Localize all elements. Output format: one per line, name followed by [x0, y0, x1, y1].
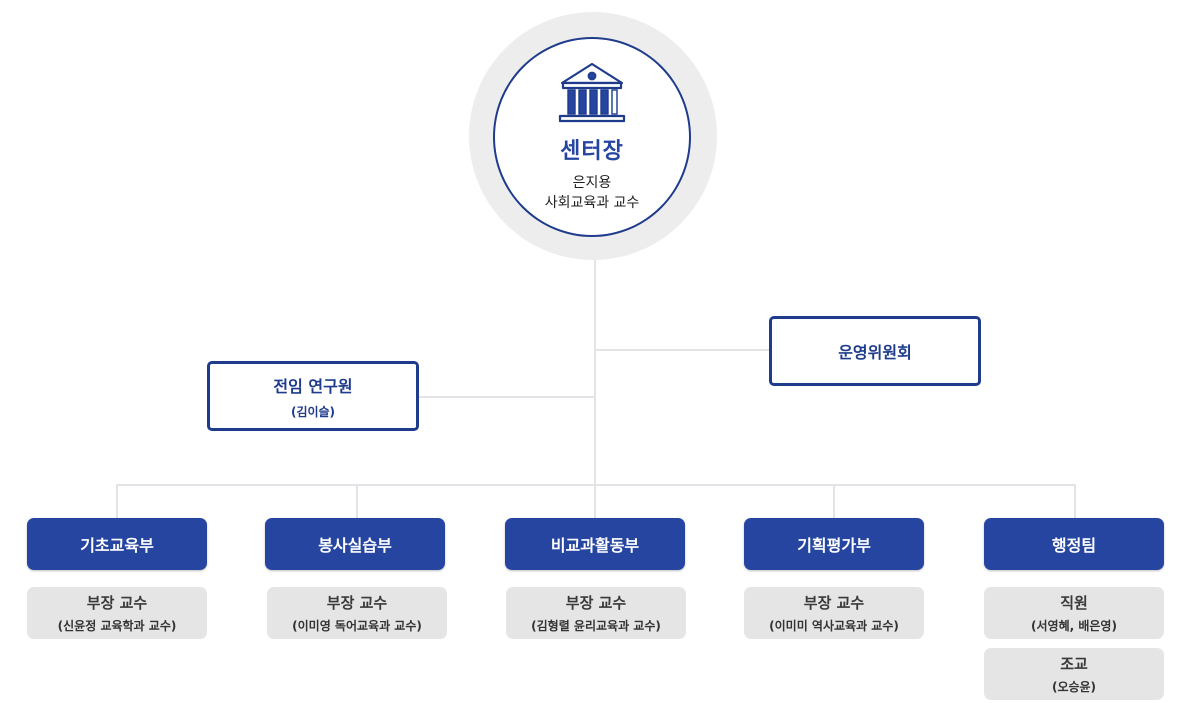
department-admin-team: 행정팀 — [984, 518, 1164, 570]
director-title: 센터장 — [560, 139, 624, 164]
member-name: (서영혜, 배은영) — [1031, 619, 1117, 633]
researcher-title: 전임 연구원 — [273, 376, 353, 396]
member-role: 부장 교수 — [326, 594, 388, 612]
department-head-card: 부장 교수 (신윤정 교육학과 교수) — [27, 587, 207, 639]
connector-dept-2 — [356, 484, 358, 520]
member-role: 조교 — [1060, 655, 1088, 673]
department-head-card: 부장 교수 (이미영 독어교육과 교수) — [267, 587, 447, 639]
connector-dept-5 — [1074, 484, 1076, 520]
director-node: 센터장 은지용 사회교육과 교수 — [493, 37, 691, 237]
connector-department-bus — [116, 484, 1076, 486]
department-head-card: 부장 교수 (이미미 역사교육과 교수) — [744, 587, 924, 639]
member-name: (김형렬 윤리교육과 교수) — [531, 619, 661, 633]
connector-researcher — [418, 396, 596, 398]
member-name: (오승윤) — [1051, 680, 1097, 694]
member-role: 부장 교수 — [803, 594, 865, 612]
department-service-practicum: 봉사실습부 — [265, 518, 445, 570]
department-extracurricular: 비교과활동부 — [505, 518, 685, 570]
director-name: 은지용 — [572, 175, 612, 191]
connector-dept-1 — [116, 484, 118, 520]
member-role: 직원 — [1060, 594, 1088, 612]
member-name: (이미미 역사교육과 교수) — [769, 619, 899, 633]
department-head-card: 부장 교수 (김형렬 윤리교육과 교수) — [506, 587, 686, 639]
connector-main-vertical — [594, 260, 596, 486]
member-role: 부장 교수 — [86, 594, 148, 612]
researcher-node: 전임 연구원 (김이슬) — [207, 361, 419, 431]
building-columns-icon — [558, 62, 626, 123]
committee-node: 운영위원회 — [769, 316, 981, 386]
connector-dept-4 — [833, 484, 835, 520]
assistant-card: 조교 (오승윤) — [984, 648, 1164, 700]
researcher-name: (김이슬) — [290, 404, 336, 419]
staff-card: 직원 (서영혜, 배은영) — [984, 587, 1164, 639]
member-role: 부장 교수 — [565, 594, 627, 612]
connector-dept-3 — [594, 484, 596, 520]
committee-title: 운영위원회 — [838, 343, 912, 362]
member-name: (이미영 독어교육과 교수) — [292, 619, 422, 633]
connector-committee — [594, 349, 770, 351]
department-basic-education: 기초교육부 — [27, 518, 207, 570]
director-affiliation: 사회교육과 교수 — [544, 195, 640, 211]
member-name: (신윤정 교육학과 교수) — [57, 619, 177, 633]
department-planning-evaluation: 기획평가부 — [744, 518, 924, 570]
